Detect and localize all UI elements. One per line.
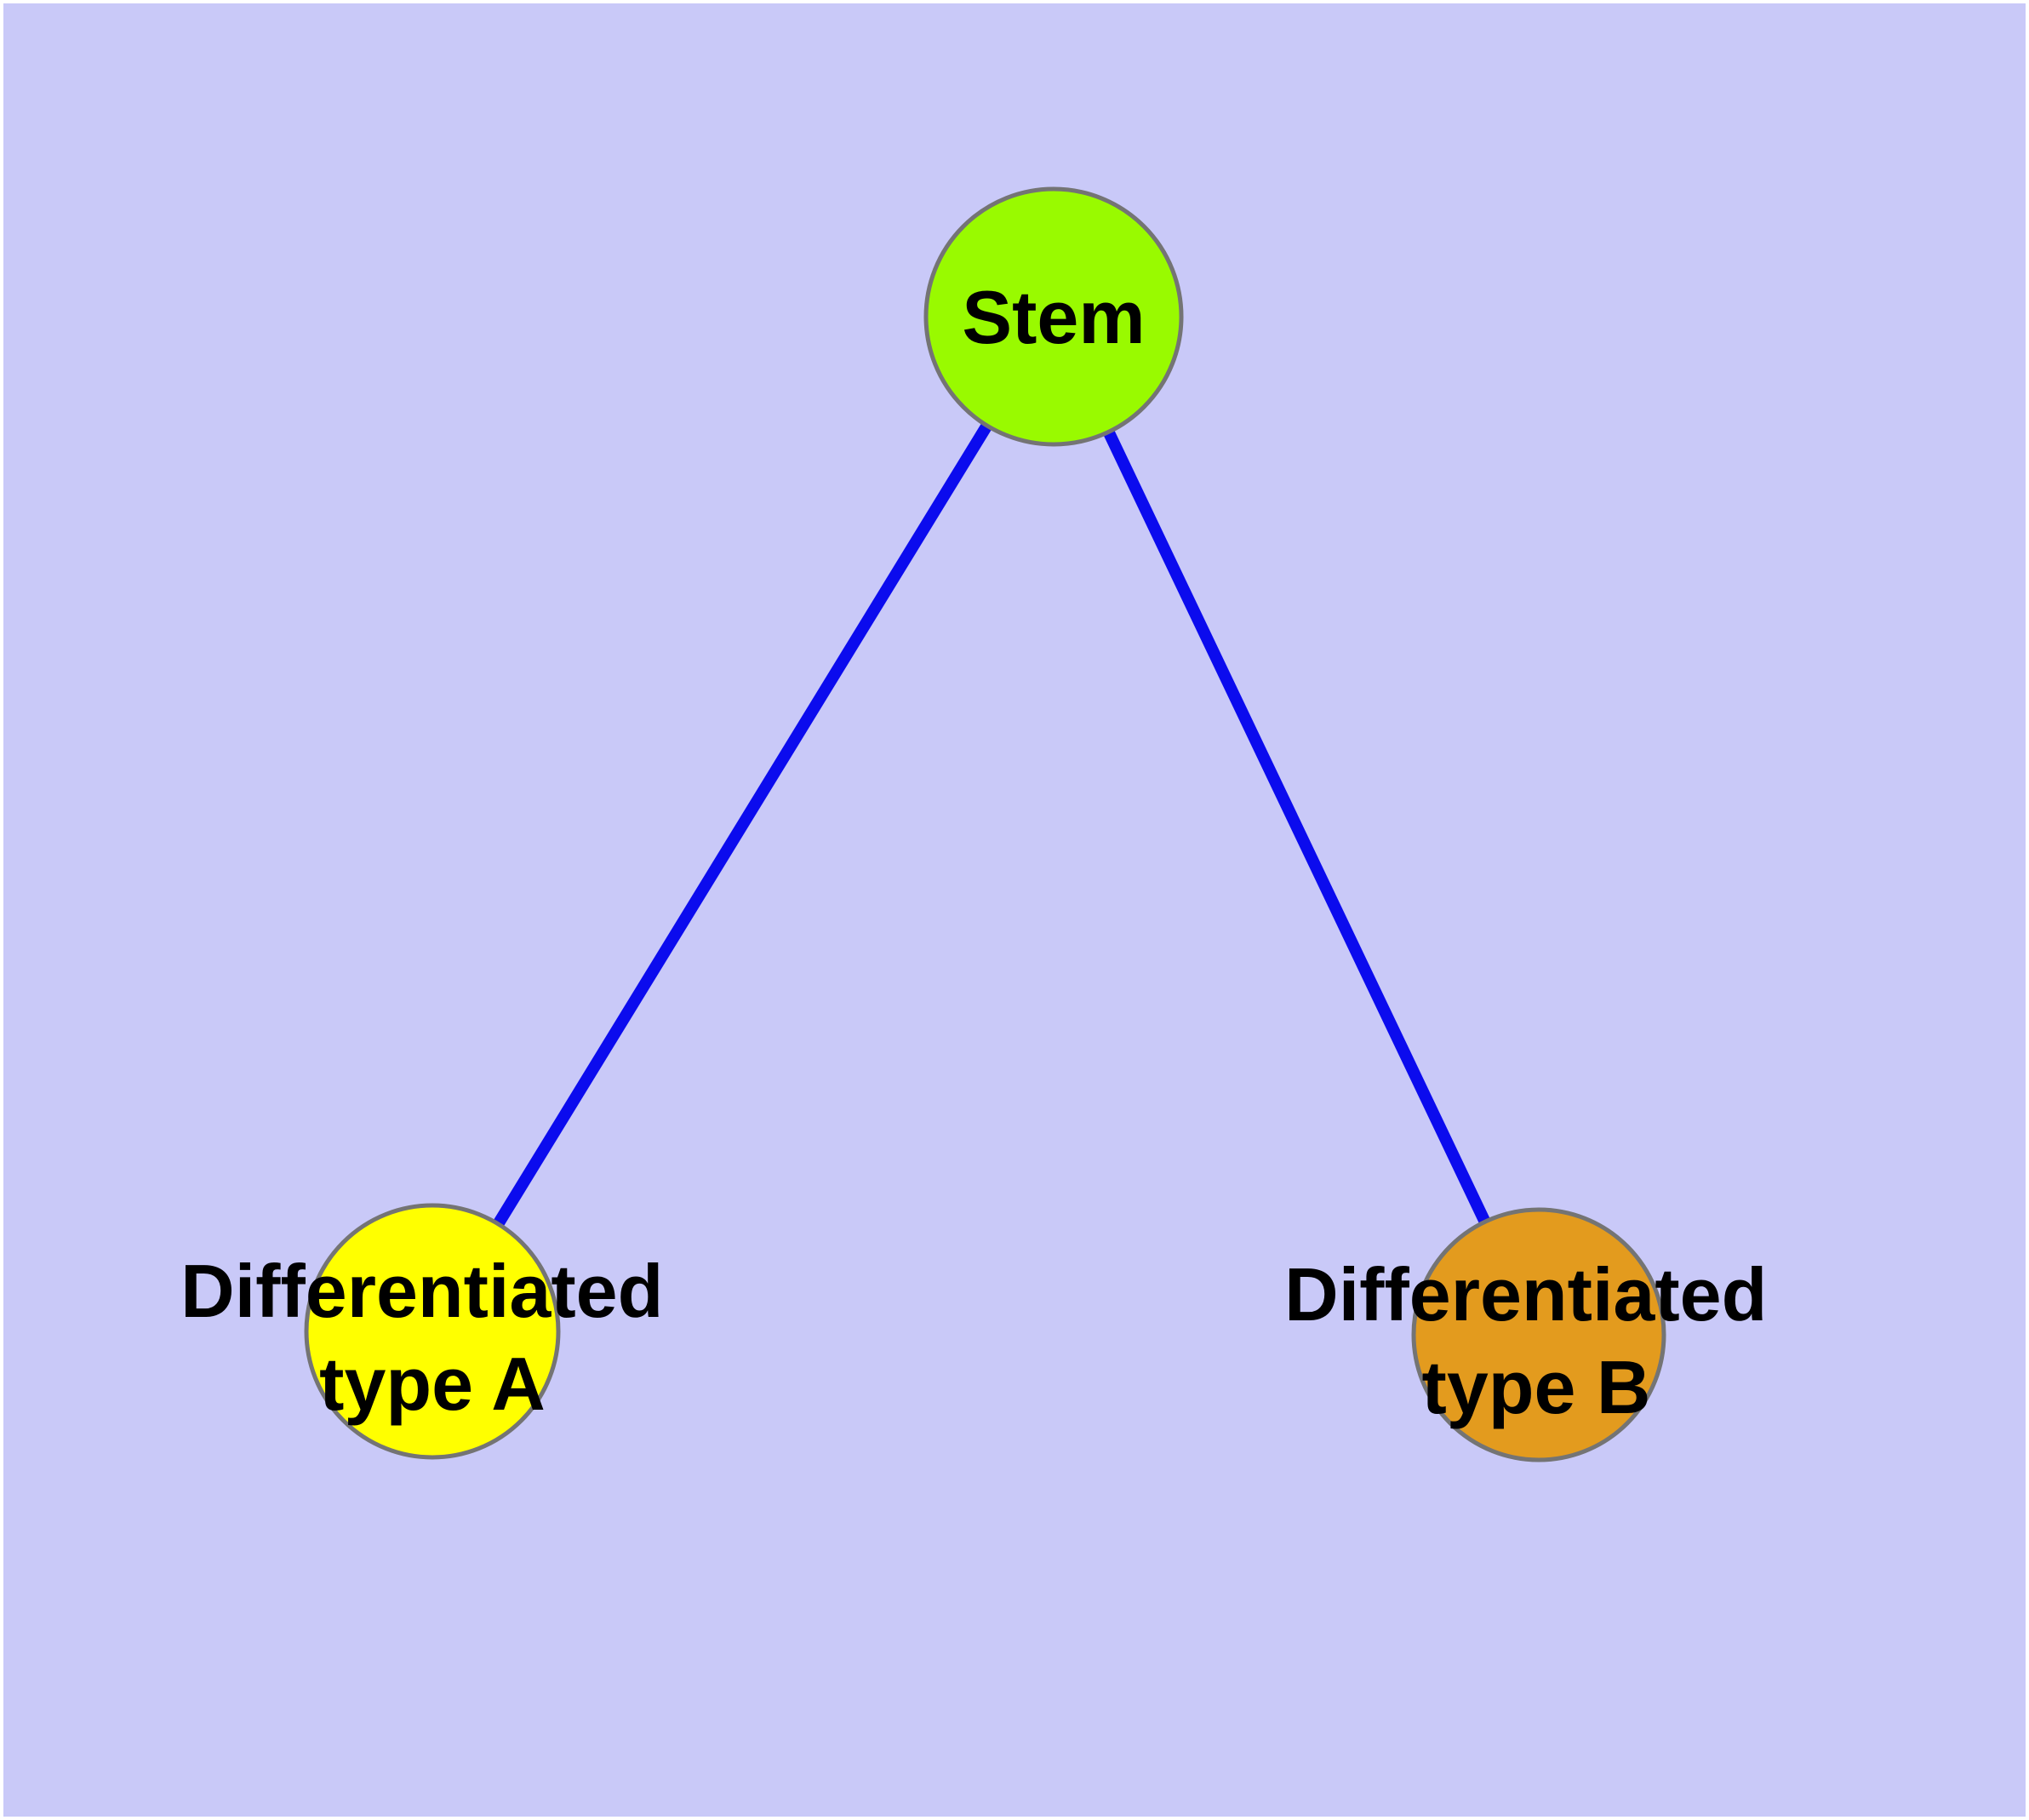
stem-node-label: Stem (962, 275, 1145, 359)
type-a-node-label-line1: Differentiated (180, 1249, 663, 1333)
edge-stem-to-type-a (427, 313, 1059, 1335)
type-a-node-label: Differentiated type A (180, 1249, 684, 1426)
edge-stem-to-type-b (1048, 313, 1545, 1338)
type-b-node (1411, 1207, 1666, 1462)
type-b-node-label-line2: type B (1422, 1345, 1651, 1429)
type-b-node-label-line1: Differentiated (1284, 1252, 1767, 1336)
type-a-node-label-line2: type A (319, 1342, 546, 1426)
stem-node (923, 186, 1184, 447)
type-b-node-label: Differentiated type B (1284, 1252, 1788, 1429)
type-a-node (304, 1203, 561, 1460)
